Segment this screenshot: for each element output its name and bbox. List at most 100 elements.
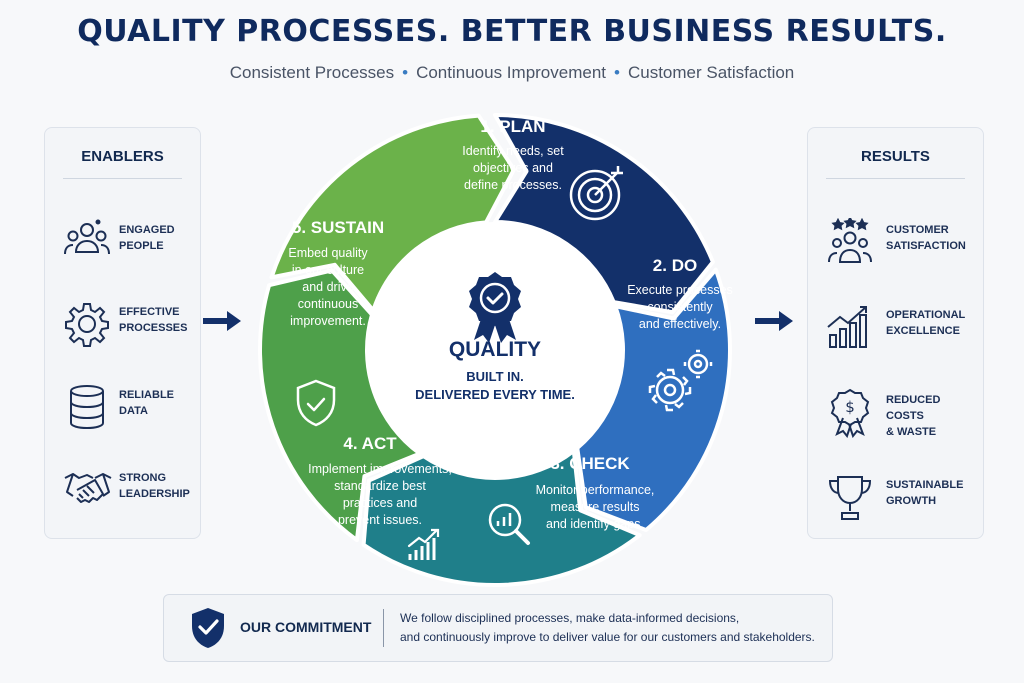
svg-text:$: $ [845, 398, 855, 416]
desc-line: measure results [550, 500, 640, 514]
enabler-label-line2: DATA [119, 405, 148, 417]
desc-line: standardize best [334, 479, 426, 493]
desc-line: continuous [297, 297, 359, 311]
bullet-dot-icon: • [614, 63, 620, 82]
desc-line: consistently [647, 300, 713, 314]
desc-line: and effectively. [638, 317, 722, 331]
desc-line: and identify gaps. [546, 517, 644, 531]
sustain-title: 5. SUSTAIN [291, 218, 385, 237]
subtitle-item-processes: Consistent Processes [229, 63, 395, 82]
enabler-label-line2: PEOPLE [119, 240, 164, 252]
gears-icon [648, 349, 713, 412]
desc-line: Monitor performance, [535, 483, 655, 497]
result-label-line2: GROWTH [886, 495, 937, 507]
result-item-costs: $ REDUCED COSTS & WASTE [808, 380, 983, 440]
desc-line: prevent issues. [337, 513, 423, 527]
divider [383, 609, 384, 647]
arrow-right-icon [755, 311, 793, 331]
bullet-dot-icon: • [402, 63, 409, 82]
desc-line: Identify needs, set [462, 144, 564, 158]
shield-check-icon [296, 379, 336, 427]
desc-line: and drive [302, 280, 354, 294]
divider [63, 178, 182, 179]
center-tagline-line1: BUILT IN. [466, 369, 524, 384]
desc-line: in our culture [291, 263, 365, 277]
result-label-line1: REDUCED COSTS [886, 394, 941, 422]
database-icon [70, 385, 104, 430]
enabler-label-line1: ENGAGED [119, 224, 175, 236]
result-item-excellence: OPERATIONAL EXCELLENCE [808, 295, 983, 355]
result-label-line2: EXCELLENCE [886, 325, 960, 337]
enabler-label-line2: PROCESSES [119, 322, 188, 334]
commitment-text-line1: We follow disciplined processes, make da… [400, 611, 740, 625]
result-label: CUSTOMER SATISFACTION [886, 222, 981, 254]
desc-line: Implement improvements, [308, 462, 452, 476]
target-icon [569, 166, 623, 221]
rated-people-icon [828, 218, 872, 263]
enabler-label: STRONG LEADERSHIP [119, 470, 219, 502]
commitment-banner: OUR COMMITMENT We follow disciplined pro… [163, 594, 833, 662]
desc-line: Execute processes [627, 283, 733, 297]
trophy-icon [828, 476, 872, 520]
enabler-item-leadership: STRONG LEADERSHIP [45, 458, 200, 518]
center-tagline: BUILT IN. DELIVERED EVERY TIME. [395, 368, 595, 404]
handshake-icon [64, 473, 112, 503]
people-icon [64, 219, 110, 255]
desc-line: practices and [342, 496, 418, 510]
arrow-right-icon [203, 311, 241, 331]
result-label-line1: SUSTAINABLE [886, 479, 964, 491]
commitment-text: We follow disciplined processes, make da… [400, 609, 820, 647]
plan-description: Identify needs, set objectives and defin… [428, 143, 598, 194]
act-description: Implement improvements, standardize best… [295, 461, 465, 529]
divider [826, 178, 965, 179]
subtitle-item-improvement: Continuous Improvement [416, 63, 607, 82]
enabler-label-line1: EFFECTIVE [119, 306, 180, 318]
magnifier-chart-icon [488, 503, 530, 545]
desc-line: improvement. [290, 314, 366, 328]
result-label: SUSTAINABLE GROWTH [886, 477, 981, 509]
quality-badge-icon [469, 272, 521, 343]
enablers-heading: ENABLERS [81, 148, 164, 165]
gear-icon [65, 303, 109, 347]
check-description: Monitor performance, measure results and… [515, 482, 675, 533]
enabler-label-line2: LEADERSHIP [119, 488, 190, 500]
act-title: 4. ACT [343, 434, 397, 453]
result-label: OPERATIONAL EXCELLENCE [886, 307, 981, 339]
center-title: QUALITY [448, 338, 542, 361]
desc-line: define processes. [464, 178, 562, 192]
page-title: QUALITY PROCESSES. BETTER BUSINESS RESUL… [77, 14, 947, 49]
commitment-text-line2: and continuously improve to deliver valu… [400, 630, 815, 644]
result-label-line1: OPERATIONAL [886, 309, 966, 321]
result-label: REDUCED COSTS & WASTE [886, 392, 981, 440]
result-item-growth: SUSTAINABLE GROWTH [808, 465, 983, 525]
result-label-line2: & WASTE [886, 426, 937, 438]
center-tagline-line2: DELIVERED EVERY TIME. [415, 387, 575, 402]
growth-chart-icon [407, 528, 440, 560]
act-segment [258, 268, 422, 543]
results-heading: RESULTS [861, 148, 930, 165]
shield-check-icon [192, 608, 224, 648]
enablers-panel: ENABLERS ENGAGED PEOPLE EFFECTIVE PROCES… [44, 127, 201, 539]
enabler-label-line1: RELIABLE [119, 389, 174, 401]
subtitle: Consistent Processes • Continuous Improvem… [0, 63, 1024, 83]
enabler-item-people: ENGAGED PEOPLE [45, 210, 200, 270]
commitment-title: OUR COMMITMENT [240, 619, 372, 635]
enabler-item-processes: EFFECTIVE PROCESSES [45, 292, 200, 352]
result-label-line1: CUSTOMER [886, 224, 949, 236]
center-disc [367, 222, 623, 478]
do-description: Execute processes consistently and effec… [605, 282, 755, 333]
growth-chart-icon [827, 306, 867, 348]
plan-title: 1. PLAN [480, 117, 546, 136]
do-title: 2. DO [652, 256, 698, 275]
enabler-item-data: RELIABLE DATA [45, 375, 200, 435]
pdcas-cycle-wheel [258, 113, 732, 587]
enabler-label-line1: STRONG [119, 472, 167, 484]
enabler-label: ENGAGED PEOPLE [119, 222, 219, 254]
check-title: 3. CHECK [550, 454, 630, 473]
sustain-description: Embed quality in our culture and drive c… [268, 245, 388, 330]
desc-line: Embed quality [288, 246, 368, 260]
enabler-label: EFFECTIVE PROCESSES [119, 304, 219, 336]
enabler-label: RELIABLE DATA [119, 387, 219, 419]
subtitle-item-satisfaction: Customer Satisfaction [627, 63, 795, 82]
dollar-badge-icon: $ [830, 388, 870, 438]
